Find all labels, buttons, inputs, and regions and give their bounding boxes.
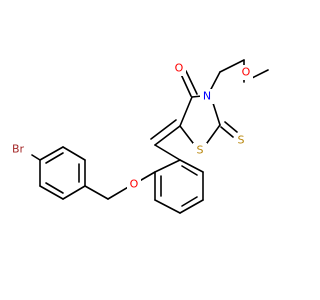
bromine-label: Br — [12, 143, 25, 156]
ether-oxygen-label: O — [130, 178, 139, 191]
molecule-structure: Br O O O N S S — [7, 59, 269, 214]
central-benzene-ring — [154, 159, 204, 214]
nitrogen-label: N — [203, 90, 211, 103]
bromophenyl-ring — [39, 146, 86, 200]
thiazolidinone-ring — [179, 70, 238, 144]
methylidene-bonds — [150, 119, 181, 161]
atom-labels: Br O O O N S S — [7, 61, 253, 192]
carbonyl-oxygen-label: O — [175, 62, 184, 75]
methoxy-oxygen-label: O — [242, 66, 251, 79]
linker-bonds — [31, 154, 156, 200]
ring-sulfur-label: S — [197, 144, 204, 157]
thione-sulfur-label: S — [238, 134, 245, 147]
